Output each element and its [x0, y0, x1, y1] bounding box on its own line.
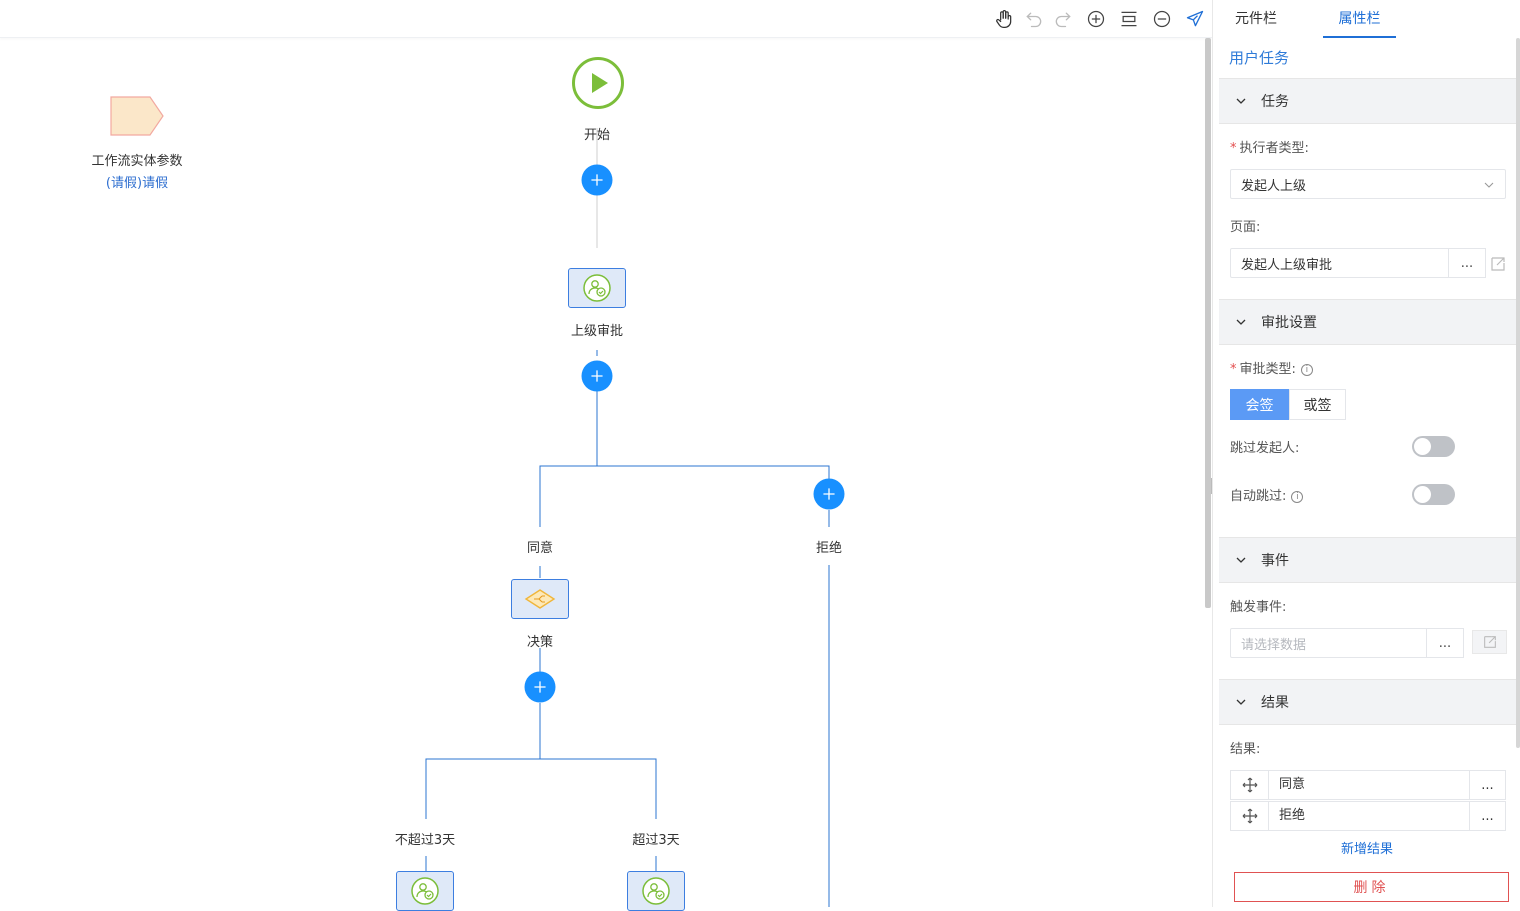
decision-label: 决策: [526, 635, 554, 650]
user-task-node[interactable]: [627, 871, 685, 911]
panel-title: 用户任务: [1229, 49, 1290, 67]
panel-tabs: 元件栏 属性栏: [1213, 0, 1520, 38]
user-task-node[interactable]: [396, 871, 454, 911]
section-event-header[interactable]: 事件: [1219, 537, 1518, 583]
fit-icon[interactable]: [1118, 8, 1140, 30]
auto-skip-toggle[interactable]: [1412, 484, 1455, 505]
flow-connectors: [425, 128, 830, 907]
undo-icon[interactable]: [1023, 8, 1045, 30]
gt3-branch-label[interactable]: 超过3天: [630, 829, 682, 848]
user-task-icon: [642, 877, 670, 905]
approval-countersign-option[interactable]: 会签: [1230, 389, 1289, 420]
hand-icon[interactable]: [993, 8, 1015, 30]
section-approval-title: 审批设置: [1261, 315, 1317, 331]
canvas-toolbar: [0, 0, 1212, 38]
skip-initiator-toggle[interactable]: [1412, 436, 1455, 457]
page-value: 发起人上级审批: [1241, 257, 1333, 273]
auto-skip-label: 自动跳过:i: [1230, 485, 1304, 504]
chevron-down-icon: [1236, 319, 1246, 325]
page-browse-button[interactable]: ...: [1448, 248, 1486, 278]
tab-properties[interactable]: 属性栏: [1323, 0, 1396, 38]
approval-type-label: *审批类型:i: [1230, 358, 1313, 377]
reject-branch-label[interactable]: 拒绝: [813, 537, 845, 556]
external-link-icon: [1483, 636, 1496, 648]
drag-handle[interactable]: [1231, 802, 1269, 830]
le3-branch-label[interactable]: 不超过3天: [392, 829, 458, 848]
move-icon: [1242, 777, 1257, 793]
page-label: 页面:: [1230, 220, 1261, 235]
executor-type-select[interactable]: 发起人上级: [1230, 169, 1506, 199]
info-icon[interactable]: i: [1291, 490, 1304, 503]
section-result-title: 结果: [1261, 695, 1289, 711]
decision-node[interactable]: [511, 579, 569, 619]
section-result-header[interactable]: 结果: [1219, 679, 1518, 725]
section-approval-header[interactable]: 审批设置: [1219, 299, 1518, 345]
panel-scrollbar[interactable]: [1516, 38, 1520, 748]
trigger-event-placeholder: 请选择数据: [1241, 637, 1307, 653]
zoom-out-icon[interactable]: [1151, 8, 1173, 30]
zoom-in-icon[interactable]: [1085, 8, 1107, 30]
section-task-header[interactable]: 任务: [1219, 78, 1518, 124]
start-event-icon[interactable]: [571, 56, 625, 110]
add-node-button[interactable]: [524, 671, 556, 703]
chevron-down-icon: [1236, 557, 1246, 563]
chevron-down-icon: [1236, 699, 1246, 705]
plus-icon: [591, 370, 603, 382]
add-node-button[interactable]: [581, 360, 613, 392]
add-result-link[interactable]: 新增结果: [1340, 842, 1393, 857]
skip-initiator-label: 跳过发起人:: [1230, 441, 1300, 456]
flow-canvas[interactable]: 工作流实体参数 (请假)请假 开始 上级审批 同意 拒绝 决策: [0, 0, 1215, 911]
entity-param-shape[interactable]: [108, 96, 166, 138]
trigger-event-label: 触发事件:: [1230, 600, 1287, 615]
trigger-event-browse-button[interactable]: ...: [1426, 628, 1464, 658]
approval-or-sign-option[interactable]: 或签: [1289, 389, 1346, 420]
page-field[interactable]: 发起人上级审批 ...: [1230, 248, 1486, 278]
user-task-node[interactable]: [568, 268, 626, 308]
result-row: 同意 ...: [1230, 770, 1506, 800]
executor-type-value: 发起人上级: [1241, 178, 1307, 194]
redo-icon[interactable]: [1052, 8, 1074, 30]
chevron-down-icon: [1236, 98, 1246, 104]
plus-icon: [534, 681, 546, 693]
entity-param-title: 工作流实体参数: [91, 154, 183, 169]
chevron-down-icon: [1484, 182, 1494, 188]
user-task-icon: [583, 274, 611, 302]
user-task-icon: [411, 877, 439, 905]
properties-panel: 元件栏 属性栏 用户任务 任务 *执行者类型: 发起人上级 页面: 发起人上级审…: [1212, 0, 1520, 907]
agree-branch-label[interactable]: 同意: [524, 537, 556, 556]
superior-approval-label: 上级审批: [570, 324, 624, 339]
plus-icon: [823, 488, 835, 500]
delete-button[interactable]: 删除: [1234, 872, 1509, 902]
result-more-button[interactable]: ...: [1469, 771, 1505, 799]
start-label: 开始: [583, 128, 611, 143]
result-row: 拒绝 ...: [1230, 801, 1506, 831]
info-icon[interactable]: i: [1300, 363, 1313, 376]
canvas-scrollbar[interactable]: [1205, 38, 1211, 608]
section-task-title: 任务: [1261, 94, 1289, 110]
entity-param-subtitle[interactable]: (请假)请假: [105, 176, 169, 191]
result-label: 结果:: [1230, 742, 1261, 757]
plus-icon: [591, 174, 603, 186]
drag-handle[interactable]: [1231, 771, 1269, 799]
send-icon[interactable]: [1184, 8, 1206, 30]
tab-components[interactable]: 元件栏: [1235, 11, 1277, 27]
decision-icon: [524, 589, 556, 609]
result-more-button[interactable]: ...: [1469, 802, 1505, 830]
section-event-title: 事件: [1261, 553, 1289, 569]
external-link-icon[interactable]: [1489, 255, 1507, 273]
add-node-button[interactable]: [813, 478, 845, 510]
result-value[interactable]: 拒绝: [1279, 808, 1306, 823]
result-value[interactable]: 同意: [1279, 777, 1306, 792]
trigger-event-edit-button[interactable]: [1472, 630, 1507, 654]
move-icon: [1242, 808, 1257, 824]
add-node-button[interactable]: [581, 164, 613, 196]
trigger-event-field[interactable]: 请选择数据 ...: [1230, 628, 1464, 658]
executor-type-label: *执行者类型:: [1230, 141, 1309, 156]
